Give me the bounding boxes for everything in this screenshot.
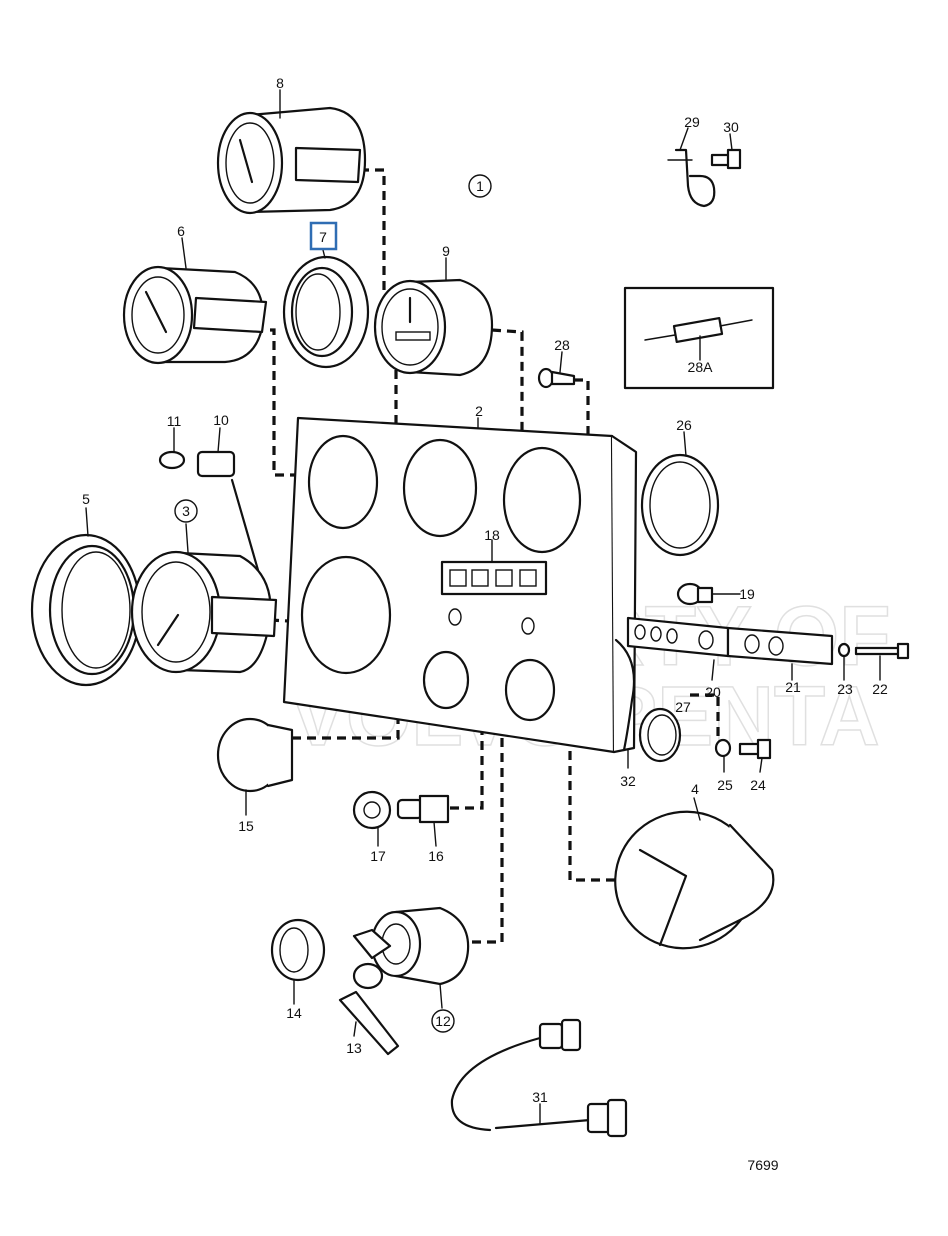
callout-15: 15 <box>238 818 254 834</box>
callout-28a: 28A <box>688 359 714 375</box>
callout-12: 12 <box>435 1013 451 1029</box>
callout-13: 13 <box>346 1040 362 1056</box>
callout-1-circle <box>468 174 492 198</box>
callout-27: 27 <box>675 699 691 715</box>
part-2-panel <box>282 416 638 754</box>
part-22-screw <box>854 642 910 660</box>
callout-12-circle <box>431 1009 455 1033</box>
part-31-cable <box>450 1018 628 1138</box>
part-13-keys <box>338 928 400 1056</box>
callout-11: 11 <box>167 413 182 429</box>
part-24-screw <box>738 738 772 760</box>
part-28-screw <box>537 367 576 389</box>
callout-3-circle <box>174 499 198 523</box>
part-12-ignition-switch <box>370 906 470 986</box>
part-6-gauge <box>122 265 268 365</box>
part-28a-inset <box>623 286 775 390</box>
callout-18: 18 <box>484 527 500 543</box>
callout-25: 25 <box>717 777 733 793</box>
part-21-bar <box>726 626 834 666</box>
callouts: 1 2 3 4 5 6 7 8 9 10 11 12 13 14 15 16 1… <box>82 75 888 1105</box>
callout-19: 19 <box>739 586 755 602</box>
callout-24: 24 <box>750 777 766 793</box>
callout-17: 17 <box>370 848 386 864</box>
part-29-clamp <box>667 148 716 208</box>
part-26-ring <box>640 453 720 557</box>
callout-21: 21 <box>785 679 801 695</box>
part-10-bulb-holder <box>196 450 260 572</box>
callout-1: 1 <box>476 178 484 194</box>
callout-31: 31 <box>532 1089 548 1105</box>
part-14-ring <box>270 918 326 982</box>
callout-9: 9 <box>442 243 450 259</box>
part-25-washer <box>714 738 732 758</box>
callout-5: 5 <box>82 491 90 507</box>
callout-26: 26 <box>676 417 692 433</box>
part-5-bezel <box>30 533 142 687</box>
part-30-screw <box>710 148 742 170</box>
part-7-ring <box>282 255 370 369</box>
callout-22: 22 <box>872 681 888 697</box>
callout-29: 29 <box>684 114 700 130</box>
callout-32: 32 <box>620 773 636 789</box>
callout-20: 20 <box>705 684 721 700</box>
callout-16: 16 <box>428 848 444 864</box>
leader-lines <box>85 89 881 1125</box>
callout-4: 4 <box>691 781 699 797</box>
callout-3: 3 <box>182 503 190 519</box>
callout-2: 2 <box>475 403 483 419</box>
part-17-nut <box>352 790 392 830</box>
part-19-switch <box>676 582 714 606</box>
part-27-connector <box>614 638 682 763</box>
part-23-washer <box>837 642 851 658</box>
callout-7-highlight-box <box>309 221 338 251</box>
callout-23: 23 <box>837 681 853 697</box>
callout-7: 7 <box>319 229 327 245</box>
callout-8: 8 <box>276 75 284 91</box>
drawing-number: 7699 <box>747 1157 778 1173</box>
part-11-bulb <box>158 450 186 470</box>
callout-6: 6 <box>177 223 185 239</box>
part-4-cover <box>614 810 775 950</box>
part-8-gauge <box>216 106 367 215</box>
part-16-switch <box>396 794 450 824</box>
callout-28: 28 <box>554 337 570 353</box>
part-9-gauge <box>373 278 494 377</box>
part-3-gauge <box>130 550 278 674</box>
part-15-buzzer <box>216 717 294 793</box>
callout-14: 14 <box>286 1005 302 1021</box>
callout-30: 30 <box>723 119 739 135</box>
callout-10: 10 <box>213 412 229 428</box>
